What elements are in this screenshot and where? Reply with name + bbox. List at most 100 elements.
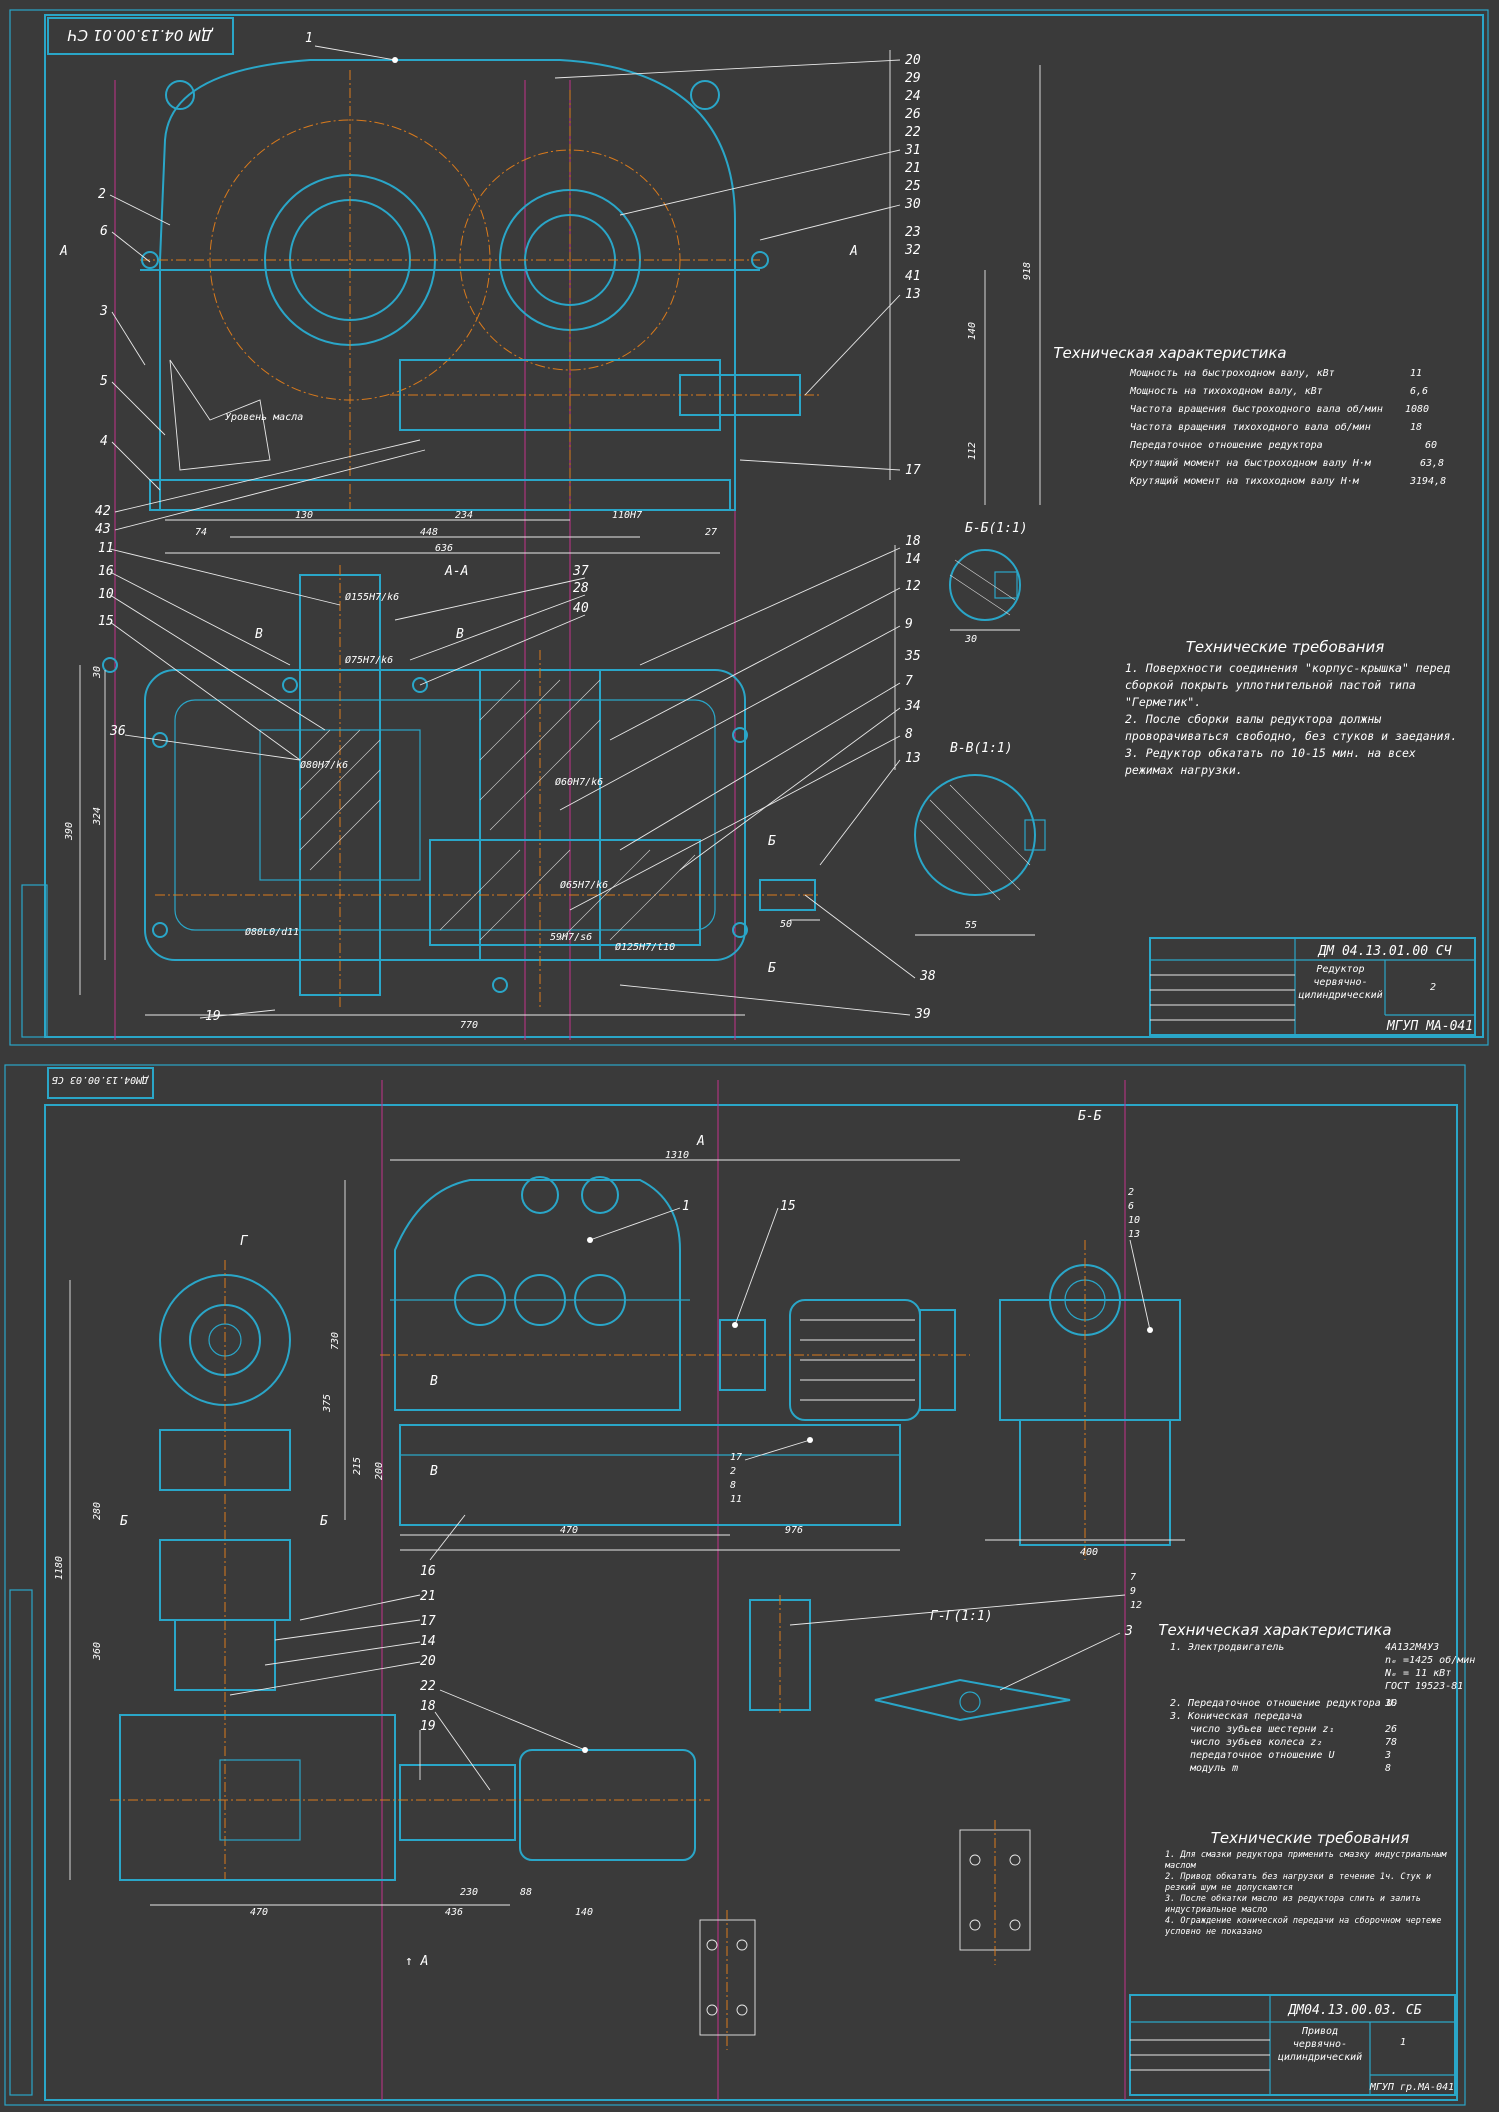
leader-line [109, 571, 291, 666]
title-block-code: ДМ 04.13.01.00 СЧ [1317, 944, 1451, 959]
leader-line [114, 449, 426, 531]
hatch-line [439, 849, 521, 931]
leader-line [439, 1689, 586, 1751]
leader-line [559, 625, 901, 811]
callout-number: 26 [905, 107, 921, 122]
callout-number: 13 [1128, 1229, 1140, 1240]
leader-dot [582, 1747, 588, 1753]
view-g-marker: Г [240, 1234, 249, 1249]
bearing-housing [159, 1429, 291, 1491]
leader-line [679, 707, 901, 871]
tech-char-label: Мощность на быстроходном валу, кВт [1129, 367, 1335, 379]
leader-line [609, 587, 901, 741]
gearbox-housing [394, 1179, 681, 1411]
tech-char-label: Частота вращения тихоходного вала об/мин [1130, 421, 1371, 433]
tech-req-title: Технические требования [1211, 1829, 1410, 1847]
dim-text: 30 [964, 634, 977, 645]
leader-line [109, 548, 341, 606]
gearbox-front-view: Уровень масла А А [59, 59, 858, 511]
leader-line [111, 311, 146, 366]
callout-number: 5 [100, 374, 108, 389]
tech-char-value: nₑ =1425 об/мин [1385, 1654, 1475, 1666]
dim-text: 448 [420, 527, 438, 538]
leader-line [589, 1207, 681, 1241]
tech-char-label: 1. Электродвигатель [1170, 1642, 1284, 1653]
callout-number: 15 [780, 1199, 796, 1214]
dim-text: 112 [967, 442, 978, 460]
bolt [751, 251, 769, 269]
section-marker: В [430, 1464, 438, 1479]
callout-number: 10 [1128, 1215, 1140, 1226]
leader-line [429, 1514, 466, 1561]
callout-number: 12 [1130, 1600, 1142, 1611]
sheet-2: ДМ04.13.00.03 СБ А Б-Б [4, 1064, 1475, 2106]
fit-label: Ø155H7/k6 [345, 591, 399, 603]
sheet1-stamp-code: ДМ 04.13.00.01 СЧ [67, 26, 214, 44]
leader-line [264, 1641, 421, 1666]
callout-number: 17 [905, 463, 921, 478]
callout-number: 15 [98, 614, 114, 629]
dim-text: 55 [965, 920, 977, 931]
hatch-line [489, 719, 601, 831]
tech-req-item: 1. Поверхности соединения "корпус-крышка… [1125, 661, 1451, 709]
callout-number: 8 [905, 727, 913, 742]
tech-char-value: 18 [1410, 422, 1422, 433]
mount-hole [736, 2004, 748, 2016]
callout-number: 38 [919, 969, 936, 984]
section-v-v-detail: В-В(1:1) 55 [914, 741, 1046, 936]
leader-line [419, 614, 586, 686]
fit-label: Ø125H7/t10 [615, 941, 675, 953]
leader-line [739, 459, 901, 471]
callout-number: 1 [305, 31, 313, 46]
callout-number: 13 [905, 751, 921, 766]
dim-text: 30 [92, 666, 103, 679]
callout-number: 20 [905, 53, 921, 68]
sheet1-inner-frame [44, 14, 1484, 1038]
leader-line [734, 1207, 779, 1326]
tech-req-item: 3. Редуктор обкатать по 10-15 мин. на вс… [1125, 746, 1416, 777]
leader-line [229, 1661, 421, 1696]
bolt [152, 922, 168, 938]
hatch-line [299, 729, 331, 761]
callout-number: 16 [420, 1564, 436, 1579]
title-block-code: ДМ04.13.00.03. СБ [1287, 2003, 1421, 2018]
mounting-diagrams [699, 1820, 1031, 2050]
tech-requirements: Технические требования 1. Поверхности со… [1125, 638, 1457, 777]
leader-line [569, 735, 901, 911]
callout-number: 7 [1130, 1572, 1136, 1583]
callout-number: 29 [905, 71, 921, 86]
callouts-right-top: 20 29 24 26 22 31 21 25 30 23 32 41 13 1… [554, 50, 921, 480]
hatching [299, 679, 696, 941]
tech-char-value: 6,6 [1410, 386, 1428, 397]
dimension-lines-top: 130 234 448 636 74 27 110H7 918 140 112 [165, 65, 1041, 554]
leader-line [111, 231, 151, 263]
mount-hole [1009, 1919, 1021, 1931]
hatch-line [479, 849, 571, 941]
dim-text: 230 [460, 1887, 478, 1898]
tech-char-label: 3. Коническая передача [1169, 1711, 1302, 1722]
title-block-org: МГУП гр.МА-041 [1369, 2082, 1454, 2093]
dim-text: 918 [1022, 262, 1033, 280]
callout-number: 41 [905, 269, 921, 284]
fit-label: 59H7/s6 [550, 932, 592, 943]
mount-hole [1009, 1854, 1021, 1866]
dim-text: 130 [295, 510, 313, 521]
callout-number: 35 [904, 649, 921, 664]
housing-plan-outline [144, 669, 746, 961]
view-a-label: А [696, 1134, 705, 1149]
tech-req-box: 1. Для смазки редуктора применить смазку… [1165, 1850, 1446, 1937]
callout-number: 14 [905, 552, 921, 567]
leader-line [619, 984, 911, 1016]
leader-line [124, 734, 301, 761]
dim-text: 50 [780, 919, 792, 930]
dim-text: 390 [64, 822, 75, 841]
leader-line [299, 1594, 421, 1621]
hatch-line [949, 574, 1011, 616]
callout-number: 10 [98, 587, 114, 602]
hatch-line [919, 819, 1001, 901]
callout-number: 39 [914, 1007, 931, 1022]
coupling-plan [399, 1764, 516, 1841]
motor-plan [519, 1749, 696, 1861]
drive-plan-view: Г Б Б ↑ А 1180 280 360 470 436 88 230 14… [54, 1234, 710, 1969]
dim-text: 470 [250, 1907, 268, 1918]
